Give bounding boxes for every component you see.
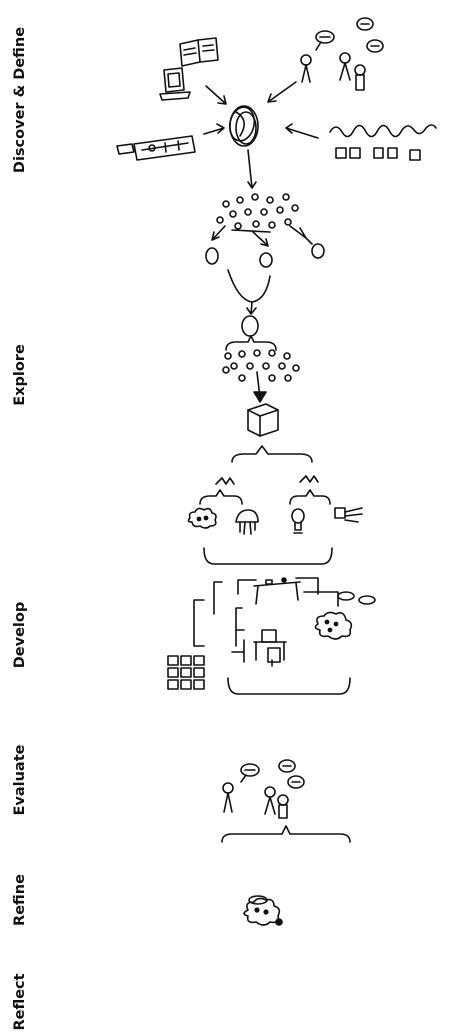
arrow-down	[248, 150, 256, 188]
bracket	[232, 446, 312, 462]
refined-cloud-icon	[244, 896, 282, 925]
cloud-icon	[315, 612, 351, 639]
bracket	[226, 336, 276, 350]
book-icon	[180, 38, 218, 66]
timeline-card-icon	[117, 136, 195, 160]
center-scribble-icon	[227, 105, 258, 146]
people-group-icon	[301, 18, 383, 90]
idea-cloud	[223, 350, 299, 381]
squiggle	[300, 476, 318, 482]
lightbulb-icon	[292, 509, 304, 533]
bracket	[200, 490, 242, 504]
sticky-notes-grid-icon	[168, 656, 204, 689]
easel-icon	[335, 508, 362, 522]
bracket	[222, 826, 350, 842]
squiggle	[216, 478, 234, 484]
focus-circle	[242, 316, 258, 336]
option-circle	[260, 253, 272, 267]
branch-lines	[194, 578, 338, 646]
box-icon	[248, 404, 278, 436]
plates-icon	[338, 592, 375, 604]
branch-arrows	[212, 226, 312, 246]
bracket	[290, 490, 330, 504]
arrow-down	[247, 302, 256, 314]
option-circle	[312, 244, 324, 258]
option-circle	[206, 248, 218, 264]
idea-cloud	[217, 194, 298, 229]
notes-wave-icon	[330, 125, 436, 160]
jellyfish-icon	[236, 510, 258, 534]
bracket	[228, 678, 350, 694]
desk-scene-icon	[232, 630, 286, 666]
arrow-head	[254, 392, 266, 402]
converge-arrows	[204, 82, 318, 138]
prototype-table-icon	[254, 578, 300, 604]
cloud-icon	[188, 508, 216, 528]
bracket	[204, 548, 332, 564]
computer-icon	[160, 68, 190, 100]
people-group-icon	[223, 760, 304, 818]
converge-curve	[228, 270, 270, 302]
